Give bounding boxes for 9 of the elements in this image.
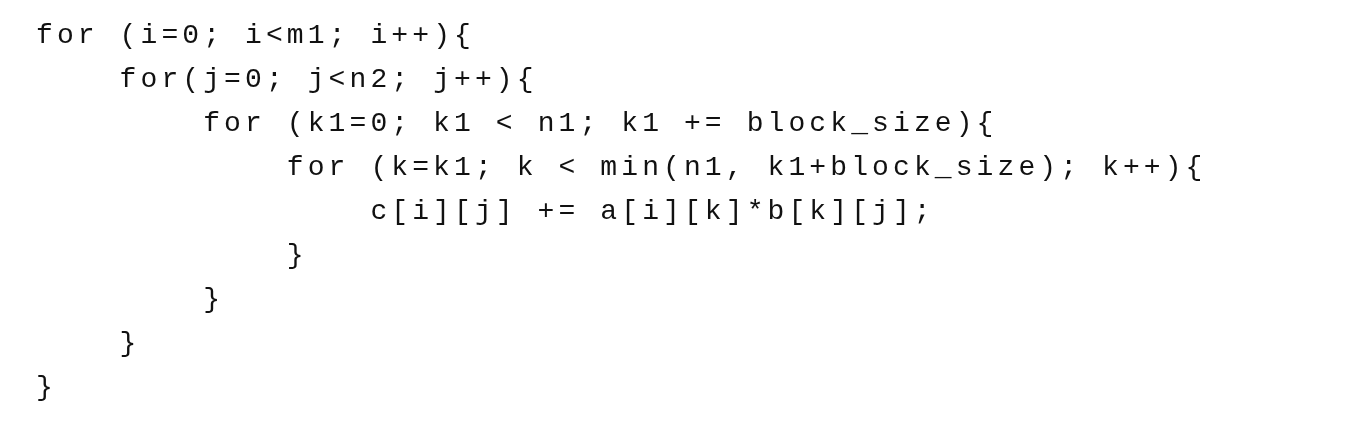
code-line: for (k1=0; k1 < n1; k1 += block_size){	[203, 107, 998, 141]
code-line: }	[36, 371, 57, 405]
code-line: }	[203, 283, 225, 317]
code-line: for (k=k1; k < min(n1, k1+block_size); k++){	[286, 151, 1207, 185]
code-line: c[i][j] += a[i][k]*b[k][j];	[370, 195, 935, 229]
code-line: }	[119, 327, 141, 361]
code-line: }	[286, 239, 308, 273]
code-line: for (i=0; i<m1; i++){	[36, 19, 475, 53]
code-line: for(j=0; j<n2; j++){	[119, 63, 538, 97]
